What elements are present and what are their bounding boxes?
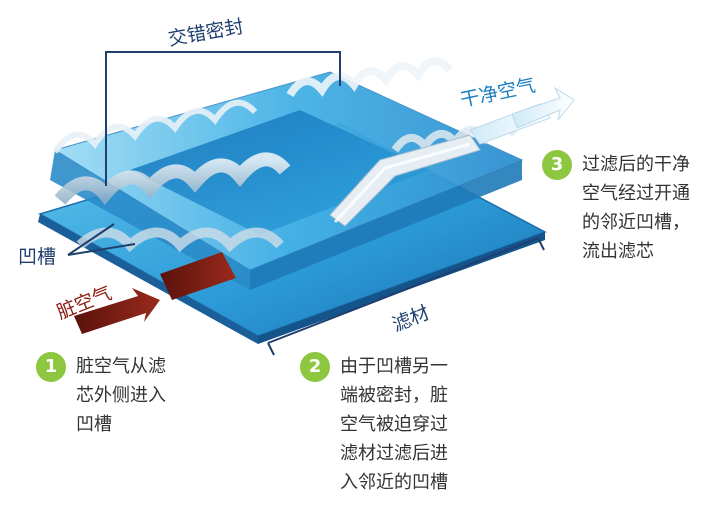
- staggered-seal-bracket: [105, 51, 341, 186]
- step-1: 1 脏空气从滤 芯外侧进入 凹槽: [36, 352, 166, 439]
- clean-air-arrow: [469, 86, 575, 145]
- step-2-text: 由于凹槽另一 端被密封，脏 空气被迫穿过 滤材过滤后进 入邻近的凹槽: [340, 352, 448, 497]
- step-2-line: 空气被迫穿过: [340, 414, 448, 435]
- filter-media-bracket: [267, 237, 545, 356]
- step-3-line: 过滤后的干净: [582, 154, 690, 175]
- step-1-badge: 1: [36, 352, 66, 382]
- step-2-line: 由于凹槽另一: [340, 356, 448, 377]
- groove-pointer-lines: [67, 223, 136, 256]
- step-1-line: 脏空气从滤: [76, 356, 166, 377]
- step-1-line: 芯外侧进入: [76, 385, 166, 406]
- step-2-line: 滤材过滤后进: [340, 443, 448, 464]
- step-2-badge: 2: [300, 352, 330, 382]
- step-3-line: 空气经过开通: [582, 183, 690, 204]
- dirty-air-arrow: [74, 252, 236, 334]
- step-2-line: 入邻近的凹槽: [340, 472, 448, 493]
- groove-label: 凹槽: [18, 246, 57, 268]
- step-3-line: 的邻近凹槽，: [582, 212, 690, 233]
- step-2-line: 端被密封，脏: [340, 385, 448, 406]
- step-1-text: 脏空气从滤 芯外侧进入 凹槽: [76, 352, 166, 439]
- step-3: 3 过滤后的干净 空气经过开通 的邻近凹槽， 流出滤芯: [542, 150, 690, 266]
- pleated-filter-pack: [50, 57, 524, 290]
- step-3-line: 流出滤芯: [582, 241, 654, 262]
- step-3-text: 过滤后的干净 空气经过开通 的邻近凹槽， 流出滤芯: [582, 150, 690, 266]
- step-1-line: 凹槽: [76, 414, 112, 435]
- step-3-badge: 3: [542, 150, 572, 180]
- step-2: 2 由于凹槽另一 端被密封，脏 空气被迫穿过 滤材过滤后进 入邻近的凹槽: [300, 352, 448, 497]
